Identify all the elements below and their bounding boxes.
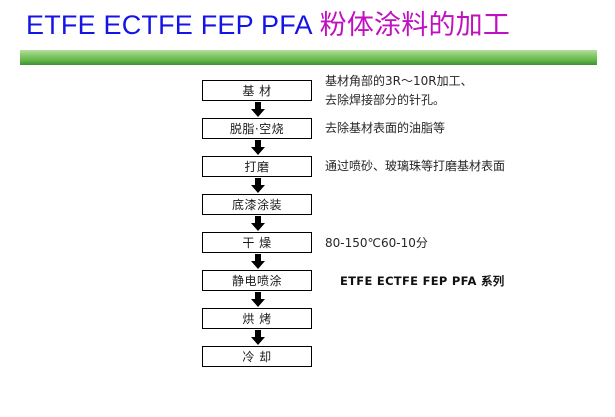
flow-step-label: 冷 却 — [242, 349, 272, 364]
flow-step-box-7[interactable]: 烘 烤 — [202, 308, 312, 329]
annotation-blasting: 通过喷砂、玻璃珠等打磨基材表面 — [325, 159, 506, 173]
page-title-latin: ETFE ECTFE FEP PFA — [26, 10, 313, 40]
down-arrow-icon — [251, 140, 265, 155]
arrow-stem — [255, 178, 261, 186]
annotation-resin-series: ETFE ECTFE FEP PFA 系列 — [340, 274, 505, 288]
arrow-stem — [255, 254, 261, 262]
flow-step-box-8[interactable]: 冷 却 — [202, 346, 312, 367]
flow-step-box-4[interactable]: 底漆涂装 — [202, 194, 312, 215]
flow-step-box-5[interactable]: 干 燥 — [202, 232, 312, 253]
flow-step-box-2[interactable]: 脱脂·空烧 — [202, 118, 312, 139]
flow-step-label: 脱脂·空烧 — [229, 121, 285, 136]
flow-step-label: 基 材 — [242, 83, 272, 98]
title-divider-bar — [20, 50, 597, 65]
arrow-head — [251, 223, 265, 231]
arrow-head — [251, 337, 265, 345]
flow-step-label: 打磨 — [244, 159, 270, 174]
flow-step-label: 底漆涂装 — [231, 197, 282, 212]
arrow-head — [251, 185, 265, 193]
arrow-head — [251, 299, 265, 307]
annotation-substrate-corner: 基材角部的3R～10R加工、 — [325, 74, 473, 88]
annotation-degrease: 去除基材表面的油脂等 — [325, 121, 446, 135]
page-title-cjk: 粉体涂料的加工 — [319, 10, 511, 41]
flow-step-label: 干 燥 — [242, 235, 272, 250]
flow-step-label: 烘 烤 — [242, 311, 272, 326]
arrow-head — [251, 109, 265, 117]
flow-step-box-6[interactable]: 静电喷涂 — [202, 270, 312, 291]
flow-step-box-3[interactable]: 打磨 — [202, 156, 312, 177]
annotation-drying-temperature: 80-150℃60-10分 — [325, 236, 428, 250]
arrow-stem — [255, 140, 261, 148]
arrow-stem — [255, 292, 261, 300]
annotation-weld-pinhole: 去除焊接部分的针孔。 — [325, 93, 446, 107]
down-arrow-icon — [251, 102, 265, 117]
arrow-stem — [255, 330, 261, 338]
arrow-stem — [255, 216, 261, 224]
arrow-stem — [255, 102, 261, 110]
arrow-head — [251, 147, 265, 155]
down-arrow-icon — [251, 216, 265, 231]
flow-step-box-1[interactable]: 基 材 — [202, 80, 312, 101]
flow-step-label: 静电喷涂 — [231, 273, 282, 288]
down-arrow-icon — [251, 330, 265, 345]
down-arrow-icon — [251, 292, 265, 307]
down-arrow-icon — [251, 254, 265, 269]
arrow-head — [251, 261, 265, 269]
down-arrow-icon — [251, 178, 265, 193]
